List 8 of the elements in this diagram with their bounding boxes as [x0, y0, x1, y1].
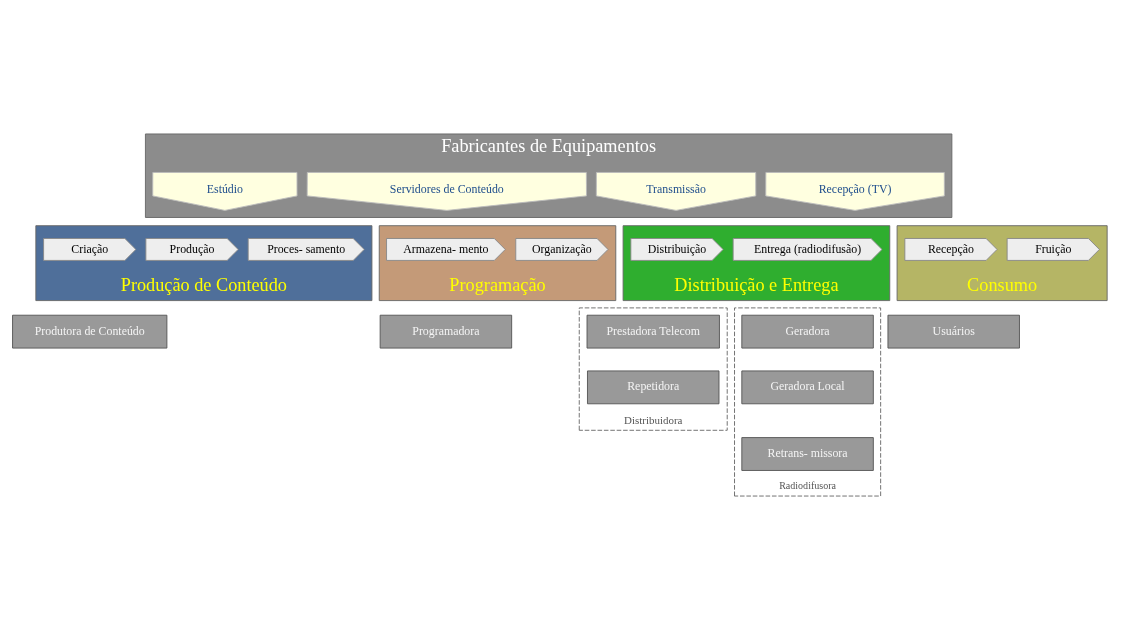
node-box: Geradora: [741, 314, 874, 349]
node-box: Retrans- missora: [741, 436, 874, 471]
node-box: Programadora: [379, 314, 513, 349]
node-box: Geradora Local: [741, 369, 874, 404]
node-box: Usuários: [887, 314, 1020, 349]
node-box: Prestadora Telecom: [586, 314, 720, 349]
node-box: Produtora de Conteúdo: [12, 314, 168, 349]
node-box: Repetidora: [587, 369, 720, 404]
